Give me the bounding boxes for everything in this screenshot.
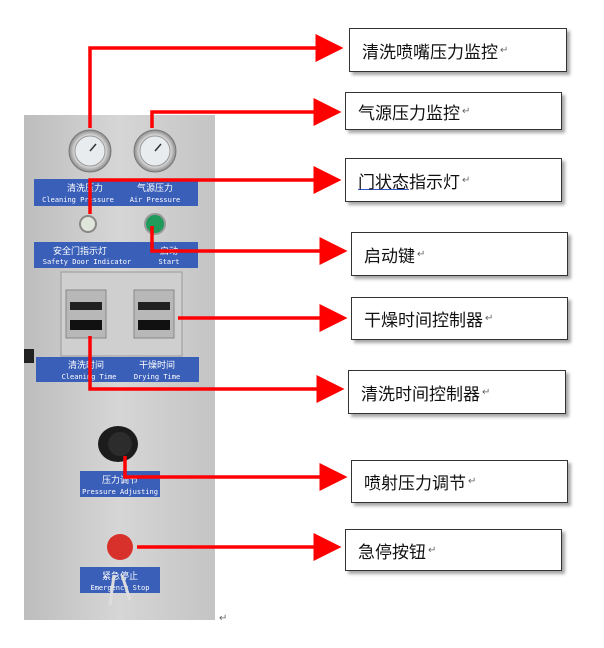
label-cleaning-pressure-en: Cleaning Pressure [42, 196, 114, 204]
label-estop-en: Emergency Stop [90, 584, 149, 592]
callout-label: 指示灯 [409, 172, 460, 193]
label-cleaning-pressure-cn: 清洗压力 [67, 182, 103, 194]
callout-air-pressure: 气源压力监控↵ [345, 92, 562, 130]
callout-label: 干燥时间控制器 [364, 311, 483, 331]
start-button[interactable] [144, 213, 166, 235]
air-pressure-gauge [133, 129, 177, 173]
emergency-stop-button[interactable] [107, 534, 133, 560]
paragraph-mark: ↵ [417, 248, 426, 260]
label-safety-door-cn: 安全门指示灯 [53, 245, 107, 257]
arrow-spray-pressure [123, 456, 348, 491]
label-safety-door-en: Safety Door Indicator [43, 258, 132, 266]
paragraph-mark: ↵ [462, 105, 471, 117]
callout-label-underlined: 门状态 [358, 172, 409, 193]
callout-door-status: 门状态指示灯↵ [345, 158, 562, 202]
callout-label: 急停按钮 [358, 542, 426, 563]
label-pressure-adj-en: Pressure Adjusting [82, 488, 158, 496]
label-drying-time-en: Drying Time [134, 373, 180, 381]
paragraph-mark: ↵ [482, 386, 491, 398]
paragraph-mark: ↵ [485, 313, 494, 324]
cleaning-pressure-gauge [68, 129, 112, 173]
callout-label: 喷射压力调节 [364, 474, 466, 494]
callout-emergency-stop: 急停按钮↵ [345, 529, 562, 571]
safety-door-indicator-light [79, 215, 97, 233]
label-drying-time-cn: 干燥时间 [139, 359, 175, 371]
arrow-air-pressure [150, 98, 342, 128]
callout-cleaning-nozzle-pressure: 清洗喷嘴压力监控↵ [349, 28, 567, 72]
arrow-start-key [150, 226, 348, 265]
paragraph-mark: ↵ [219, 613, 227, 624]
label-estop-cn: 紧急停止 [102, 570, 138, 582]
pressure-adjusting-knob[interactable] [98, 426, 138, 462]
label-air-pressure-en: Air Pressure [130, 196, 181, 204]
keys-icon [108, 574, 132, 606]
callout-cleaning-timer: 清洗时间控制器↵ [348, 370, 566, 414]
paragraph-mark: ↵ [462, 174, 471, 186]
label-cleaning-time-cn: 清洗时间 [68, 359, 104, 371]
callout-start-key: 启动键↵ [351, 232, 568, 276]
paragraph-mark: ↵ [428, 544, 437, 556]
callout-label: 清洗喷嘴压力监控 [362, 42, 498, 63]
label-start-en: Start [158, 258, 179, 266]
arrow-door-status [88, 166, 342, 214]
arrow-cleaning-nozzle-pressure [88, 34, 344, 128]
callout-spray-pressure: 喷射压力调节↵ [351, 460, 568, 503]
arrow-cleaning-timer [88, 336, 345, 403]
callout-label: 气源压力监控 [358, 103, 460, 124]
callout-drying-timer: 干燥时间控制器↵ [351, 297, 568, 340]
callout-label: 清洗时间控制器 [361, 384, 480, 405]
cleaning-timer[interactable] [65, 289, 107, 339]
drying-timer[interactable] [133, 289, 175, 339]
callout-label: 启动键 [364, 246, 415, 267]
paragraph-mark: ↵ [500, 44, 509, 56]
label-air-pressure-cn: 气源压力 [137, 182, 173, 194]
paragraph-mark: ↵ [468, 476, 477, 487]
